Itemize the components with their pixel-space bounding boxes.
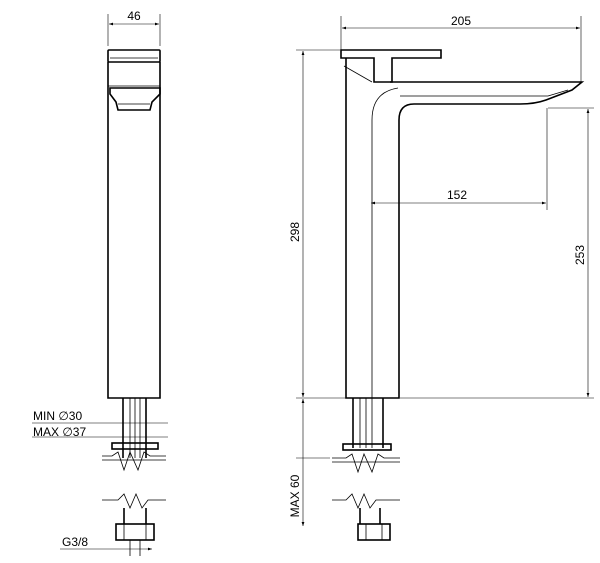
front-lever-edge: [343, 65, 373, 83]
max-hole-label: MAX ∅37: [33, 425, 86, 439]
side-aerator: [109, 87, 161, 111]
front-lever: [340, 49, 442, 83]
height-label: 298: [288, 222, 302, 242]
front-deck-break-bottom: [332, 492, 400, 510]
front-nut-plate: [342, 443, 392, 451]
side-view: 46 MIN ∅30 MAX ∅37: [32, 9, 168, 556]
front-body-inner-curve: [371, 87, 399, 398]
spout-height-label: 253: [573, 245, 587, 265]
front-view: 205 152 298 253: [288, 14, 594, 541]
reach-label: 152: [447, 188, 467, 202]
front-deck-break-top: [332, 452, 400, 474]
min-hole-label: MIN ∅30: [33, 409, 82, 423]
thread-label: G3/8: [62, 535, 88, 549]
side-lever: [107, 49, 161, 63]
side-connector: [115, 523, 155, 541]
front-body-spout: [345, 58, 585, 399]
deck-label: MAX 60: [288, 474, 302, 517]
side-body: [107, 62, 161, 399]
front-spout-inner-line: [400, 89, 569, 97]
side-nut-plate: [111, 442, 159, 450]
side-deck-break-top: [102, 450, 166, 472]
spout-width-label: 205: [451, 14, 471, 28]
side-width-label: 46: [127, 9, 141, 23]
front-connector: [357, 523, 391, 541]
side-deck-break-bottom: [102, 492, 166, 510]
